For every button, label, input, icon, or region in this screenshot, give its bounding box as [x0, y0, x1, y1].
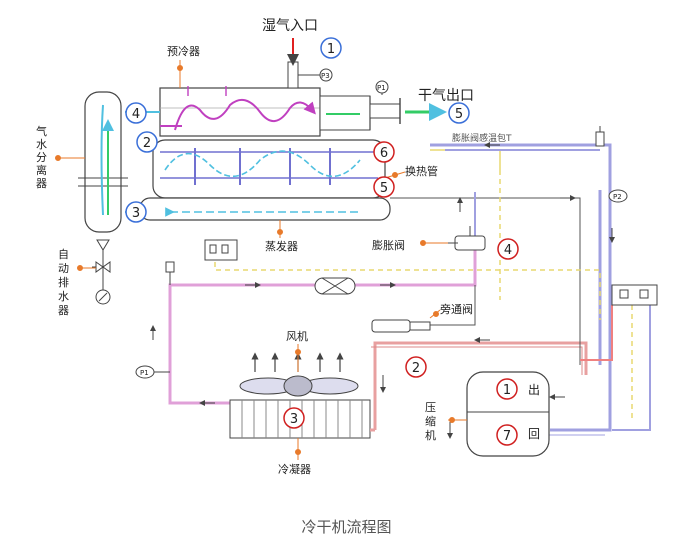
marker-blue-4: 4: [125, 102, 147, 124]
marker-red-1: 1: [496, 378, 518, 400]
marker-red-3: 3: [283, 407, 305, 429]
compressor-char-0: 压: [425, 401, 436, 414]
leader-lines: [55, 60, 467, 460]
controller-box-left: [204, 239, 238, 261]
drain-char-4: 器: [58, 304, 69, 317]
fan: [239, 352, 359, 397]
marker-red-1-text: 1: [503, 383, 511, 398]
dry-air-out-label: 干气出口: [418, 88, 474, 104]
marker-blue-5: 5: [448, 102, 470, 124]
p3-label: P3: [321, 72, 330, 80]
evaporator: [125, 111, 391, 221]
precooler: [159, 61, 447, 137]
marker-red-5: 5: [373, 176, 395, 198]
evaporator-label: 蒸发器: [265, 239, 298, 253]
bypass-valve: [371, 319, 431, 333]
auto-drain: [92, 250, 111, 305]
marker-red-7-text: 7: [503, 429, 511, 444]
marker-red-2: 2: [405, 356, 427, 378]
marker-red-2-text: 2: [412, 361, 420, 376]
marker-red-3-text: 3: [290, 412, 298, 427]
bulb-label: 膨胀阀感温包T: [452, 132, 512, 144]
drain-char-2: 排: [58, 275, 69, 289]
p1-label-left: P1: [140, 369, 149, 377]
separator-char-0: 气: [36, 124, 47, 138]
red-markers: 6 5 4 2 3 1 7: [283, 141, 519, 446]
controller-box-right: [611, 284, 658, 306]
marker-red-6-text: 6: [380, 146, 388, 161]
return-label: 回: [528, 427, 540, 441]
separator-char-1: 水: [36, 138, 47, 151]
filter-drier: [314, 277, 356, 295]
bulb-sensor: [445, 126, 605, 151]
p3-gauge-left: [165, 261, 175, 285]
diagram-caption: 冷干机流程图: [301, 518, 392, 536]
p2-label: P2: [613, 193, 622, 201]
wet-air-in-label: 湿气入口: [262, 18, 318, 34]
marker-blue-2-text: 2: [143, 136, 151, 151]
marker-red-7: 7: [496, 424, 518, 446]
marker-blue-4-text: 4: [132, 107, 140, 122]
separator-vertical-label: 气 水 分 离 器: [36, 124, 47, 190]
text-labels: 湿气入口 干气出口 预冷器 蒸发器 换热管 膨胀阀 膨胀阀感温包T 旁通阀 风机…: [140, 18, 622, 476]
drain-char-1: 动: [58, 262, 69, 275]
drain-char-0: 自: [58, 248, 69, 261]
precooler-gauges: [298, 68, 389, 95]
drain-char-3: 水: [58, 290, 69, 303]
marker-red-4: 4: [497, 238, 519, 260]
condenser-label: 冷凝器: [278, 462, 311, 476]
compressor-vertical-label: 压 缩 机: [425, 401, 436, 442]
compressor-char-2: 机: [425, 428, 436, 442]
marker-red-6: 6: [373, 141, 395, 163]
expansion-valve: [448, 226, 486, 251]
gas-water-separator: [78, 91, 128, 251]
compressor: [466, 371, 550, 457]
marker-blue-2: 2: [136, 131, 158, 153]
bypass-valve-label: 旁通阀: [440, 302, 473, 316]
auto-drain-vertical-label: 自 动 排 水 器: [58, 248, 69, 317]
compressor-char-1: 缩: [425, 415, 436, 428]
p1-label-top: P1: [377, 84, 386, 92]
blue-markers: 1 4 2 3 5: [125, 37, 470, 223]
separator-char-4: 器: [36, 177, 47, 190]
marker-blue-3-text: 3: [132, 206, 140, 221]
separator-char-3: 离: [36, 163, 47, 177]
heat-exchange-tube-label: 换热管: [405, 164, 438, 178]
marker-red-4-text: 4: [504, 243, 512, 258]
precooler-label: 预冷器: [167, 45, 200, 58]
separator-char-2: 分: [36, 151, 47, 164]
outlet-label: 出: [528, 383, 540, 397]
marker-blue-5-text: 5: [455, 107, 463, 122]
p2-gauge: [608, 189, 628, 203]
marker-red-5-text: 5: [380, 181, 388, 196]
fan-label: 风机: [286, 329, 308, 343]
expansion-valve-label: 膨胀阀: [372, 238, 405, 252]
marker-blue-3: 3: [125, 201, 147, 223]
p1-gauge: [135, 365, 170, 379]
marker-blue-1: 1: [320, 37, 342, 59]
marker-blue-1-text: 1: [327, 42, 335, 57]
